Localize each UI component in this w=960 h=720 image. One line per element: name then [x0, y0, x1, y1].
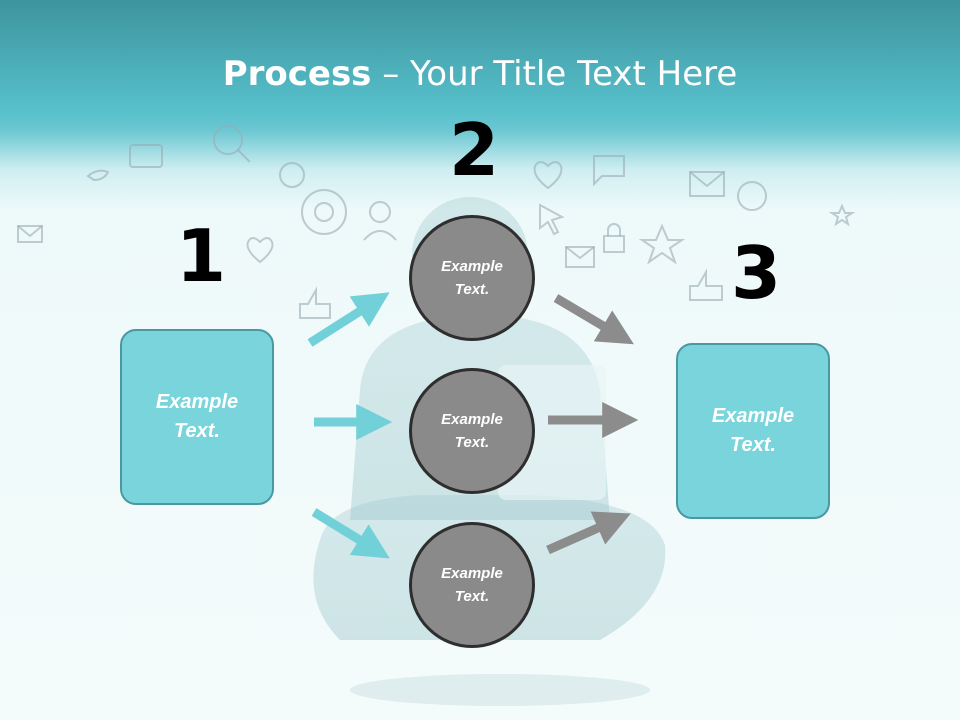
output-box-text: Example Text. — [711, 405, 795, 456]
magnifier-icon — [213, 125, 243, 155]
bird-icon — [86, 169, 110, 182]
arrow-out-bottom — [546, 511, 631, 555]
lock-icon — [603, 235, 625, 253]
speech-bubble-icon — [593, 155, 625, 187]
at-sign-icon — [301, 189, 347, 235]
arrow-in-bottom — [311, 508, 390, 559]
arrow-out-top — [553, 294, 634, 345]
envelope-icon — [565, 246, 595, 268]
output-box: Example Text. — [676, 343, 830, 519]
envelope-icon — [17, 225, 43, 243]
process-circle-bottom: Example Text. — [409, 522, 535, 648]
slide-title-rest: – Your Title Text Here — [371, 54, 738, 94]
step-number-1: 1 — [176, 214, 227, 298]
process-circle-top-text: Example Text. — [441, 258, 503, 298]
cursor-icon — [539, 203, 565, 236]
process-circle-top: Example Text. — [409, 215, 535, 341]
slide-title-bold: Process — [222, 54, 372, 94]
star-icon — [828, 203, 856, 227]
input-box-text: Example Text. — [155, 391, 239, 442]
arrow-in-top — [307, 292, 390, 347]
star-icon — [638, 223, 686, 265]
smiley-icon — [737, 181, 767, 211]
step-number-3: 3 — [731, 231, 782, 315]
heart-icon — [533, 161, 563, 190]
smiley-icon — [279, 162, 305, 188]
floor-shadow — [350, 674, 650, 706]
envelope-icon — [689, 171, 725, 197]
step-number-2: 2 — [449, 108, 500, 192]
process-circle-middle: Example Text. — [409, 368, 535, 494]
input-box: Example Text. — [120, 329, 274, 505]
doodle-icons — [17, 125, 856, 319]
process-circle-middle-text: Example Text. — [441, 411, 503, 451]
slide-title: Process – Your Title Text Here — [0, 52, 960, 96]
process-circle-bottom-text: Example Text. — [441, 565, 503, 605]
user-icon — [369, 201, 391, 223]
play-icon — [129, 144, 163, 168]
thumbs-up-icon — [689, 268, 723, 301]
heart-icon — [246, 237, 274, 264]
thumbs-up-icon — [299, 286, 331, 319]
